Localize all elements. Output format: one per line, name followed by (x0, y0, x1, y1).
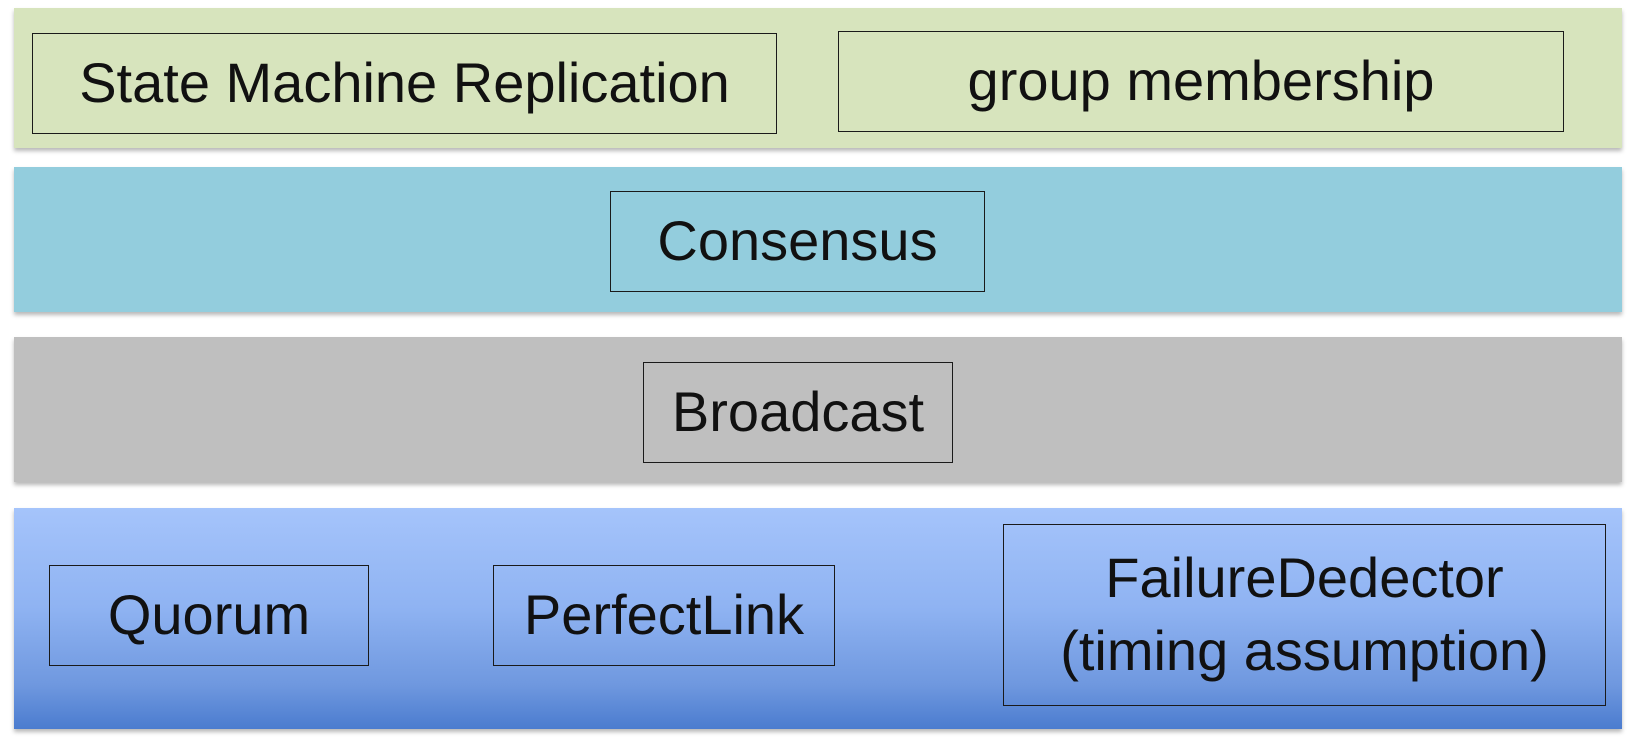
broadcast-layer (14, 337, 1622, 482)
broadcast-box: Broadcast (643, 362, 953, 463)
failure-detector-box: FailureDedector (timing assumption) (1003, 524, 1606, 706)
base-layer (14, 508, 1622, 729)
perfect-link-box: PerfectLink (493, 565, 835, 666)
group-membership-label: group membership (967, 49, 1435, 113)
broadcast-label: Broadcast (671, 380, 925, 444)
timing-assumption-label: (timing assumption) (1060, 619, 1549, 682)
quorum-label: Quorum (107, 583, 311, 647)
group-membership-box: group membership (838, 31, 1564, 132)
failure-detector-label: FailureDedector (1105, 546, 1504, 610)
state-machine-replication-label: State Machine Replication (79, 51, 730, 115)
state-machine-replication-box: State Machine Replication (32, 33, 777, 134)
consensus-box: Consensus (610, 191, 985, 292)
consensus-label: Consensus (657, 209, 938, 273)
quorum-box: Quorum (49, 565, 369, 666)
perfect-link-label: PerfectLink (523, 583, 805, 647)
